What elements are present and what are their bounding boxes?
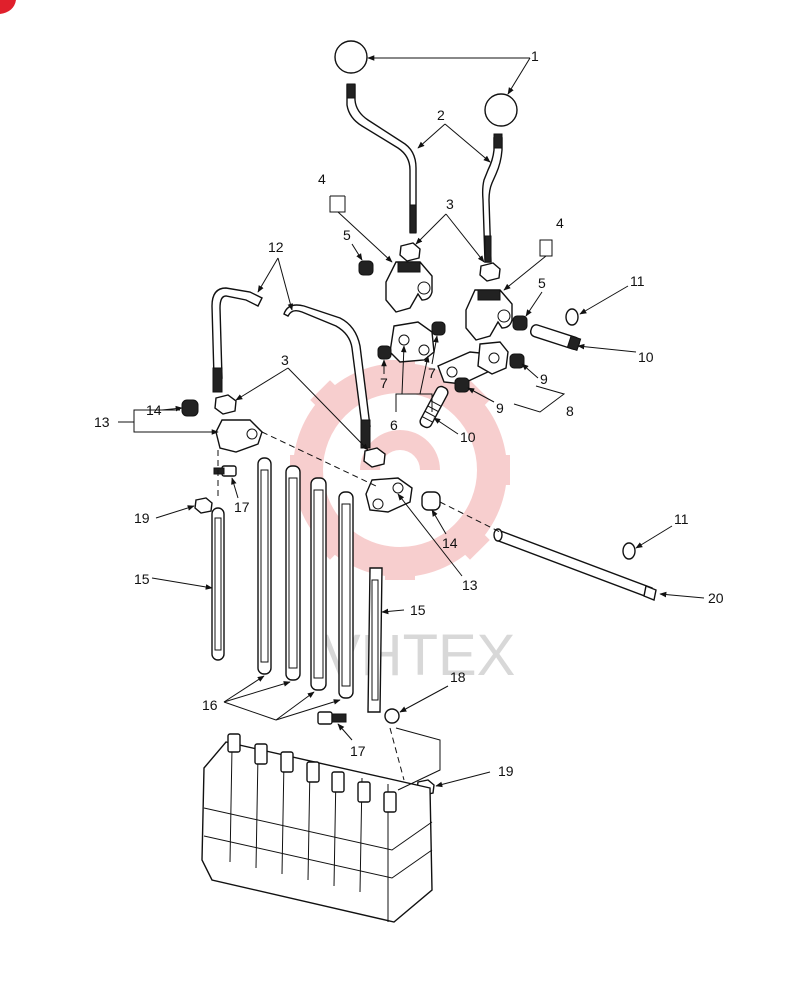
callout-6: 6 — [390, 417, 398, 433]
callout-7-right: 7 — [428, 365, 436, 381]
callout-12: 12 — [268, 239, 284, 255]
callout-17-upper: 17 — [234, 499, 250, 515]
bushing-7-left — [377, 345, 392, 360]
knob-left — [334, 40, 368, 74]
centerline-lower — [389, 727, 405, 781]
knob-right — [484, 93, 518, 127]
bushing-5-left — [358, 260, 374, 276]
nut-upper-left — [399, 242, 421, 262]
centerline-14-20 — [439, 501, 501, 533]
callout-17-lower: 17 — [350, 743, 366, 759]
callout-20: 20 — [708, 590, 724, 606]
bushing-14-right — [421, 491, 441, 511]
clevis-13-left — [215, 419, 263, 453]
bushing-5-right — [512, 315, 528, 331]
centerline-13-left — [261, 431, 377, 487]
watermark-text: VHTEX — [322, 623, 515, 688]
callout-3-upper: 3 — [446, 196, 454, 212]
callout-10-lower: 10 — [460, 429, 476, 445]
shift-lever-left — [346, 83, 417, 234]
callout-7-left: 7 — [380, 375, 388, 391]
link-15-left — [211, 507, 225, 661]
callout-15-left: 15 — [134, 571, 150, 587]
callout-14-right: 14 — [442, 535, 458, 551]
nut-19-upper — [194, 497, 213, 514]
rod-12-left-thread — [212, 367, 223, 393]
clevis-13-right — [365, 477, 413, 513]
callout-3-lower: 3 — [281, 352, 289, 368]
callout-11-upper: 11 — [630, 273, 645, 289]
nut-upper-right — [479, 262, 501, 282]
bracket-left — [385, 261, 433, 313]
rod-12-left — [211, 287, 263, 379]
shift-lever-right — [481, 133, 503, 263]
pin-10-upper — [529, 324, 582, 352]
callout-11-lower: 11 — [674, 511, 689, 527]
callout-14-left: 14 — [146, 402, 162, 418]
callout-9-right: 9 — [540, 371, 548, 387]
bracket-right — [465, 289, 513, 341]
bolt-17-lower — [317, 711, 347, 725]
washer-11-upper — [565, 308, 579, 326]
callout-9-lower: 9 — [496, 400, 504, 416]
bolt-17-upper — [213, 465, 237, 477]
leader-lines — [118, 55, 705, 791]
callout-15-right: 15 — [410, 602, 426, 618]
callout-18: 18 — [450, 669, 466, 685]
housing-terminals — [227, 733, 397, 813]
corner-mark — [0, 0, 16, 14]
link-8 — [477, 341, 509, 375]
nut-lower-left — [214, 394, 237, 415]
links-16 — [257, 457, 354, 699]
callout-5-left: 5 — [343, 227, 351, 243]
bushing-18 — [384, 708, 400, 724]
callout-13-right: 13 — [462, 577, 478, 593]
callout-4-left: 4 — [318, 171, 326, 187]
nut-lower-mid — [363, 447, 386, 468]
bushing-9-lower — [454, 377, 470, 393]
callout-5-right: 5 — [538, 275, 546, 291]
callout-4-right: 4 — [556, 215, 564, 231]
pin-10-lower — [419, 385, 449, 429]
bushing-9-right — [509, 353, 525, 369]
callout-labels: 1 2 3 3 4 4 5 5 6 7 7 8 9 9 10 10 11 11 … — [94, 48, 724, 779]
callout-16: 16 — [202, 697, 218, 713]
callout-2: 2 — [437, 107, 445, 123]
callout-19-upper: 19 — [134, 510, 150, 526]
callout-13-left: 13 — [94, 414, 110, 430]
bushing-7-right — [431, 321, 446, 336]
bushing-14-left — [181, 399, 199, 417]
shaft-20 — [493, 528, 657, 601]
link-15-right — [367, 567, 383, 713]
washer-11-lower — [622, 542, 636, 560]
callout-1: 1 — [531, 48, 539, 64]
callout-19-lower: 19 — [498, 763, 514, 779]
callout-10-upper: 10 — [638, 349, 654, 365]
callout-8: 8 — [566, 403, 574, 419]
